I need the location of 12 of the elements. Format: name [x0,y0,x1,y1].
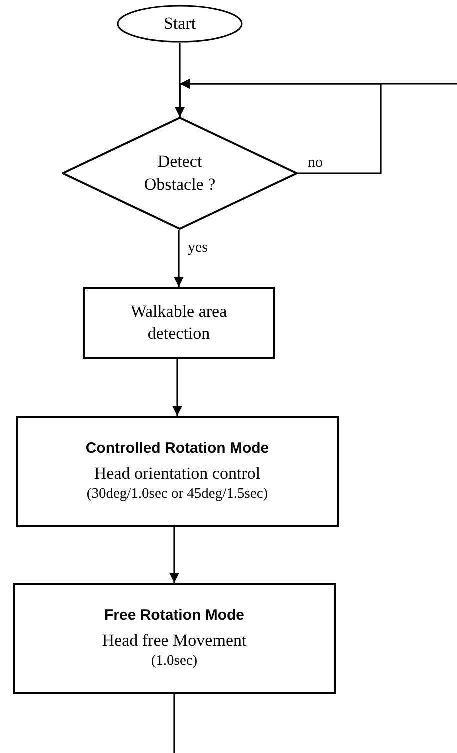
mode-heading: Free Rotation Mode [104,606,244,626]
step-text: Head orientation control [94,462,261,485]
process-box [13,583,336,694]
process-box [83,287,275,359]
process-box [16,416,339,527]
step-text: (30deg/1.0sec or 45deg/1.5sec) [86,484,268,504]
decision-text: Detect Obstacle ? [143,151,217,196]
step-text: Head free Movement [102,630,247,652]
mode-heading: Controlled Rotation Mode [86,439,270,459]
step-text: (1.0sec) [151,652,198,671]
step-text: Start [164,12,196,35]
step-text: Walkable area detection [130,300,228,345]
